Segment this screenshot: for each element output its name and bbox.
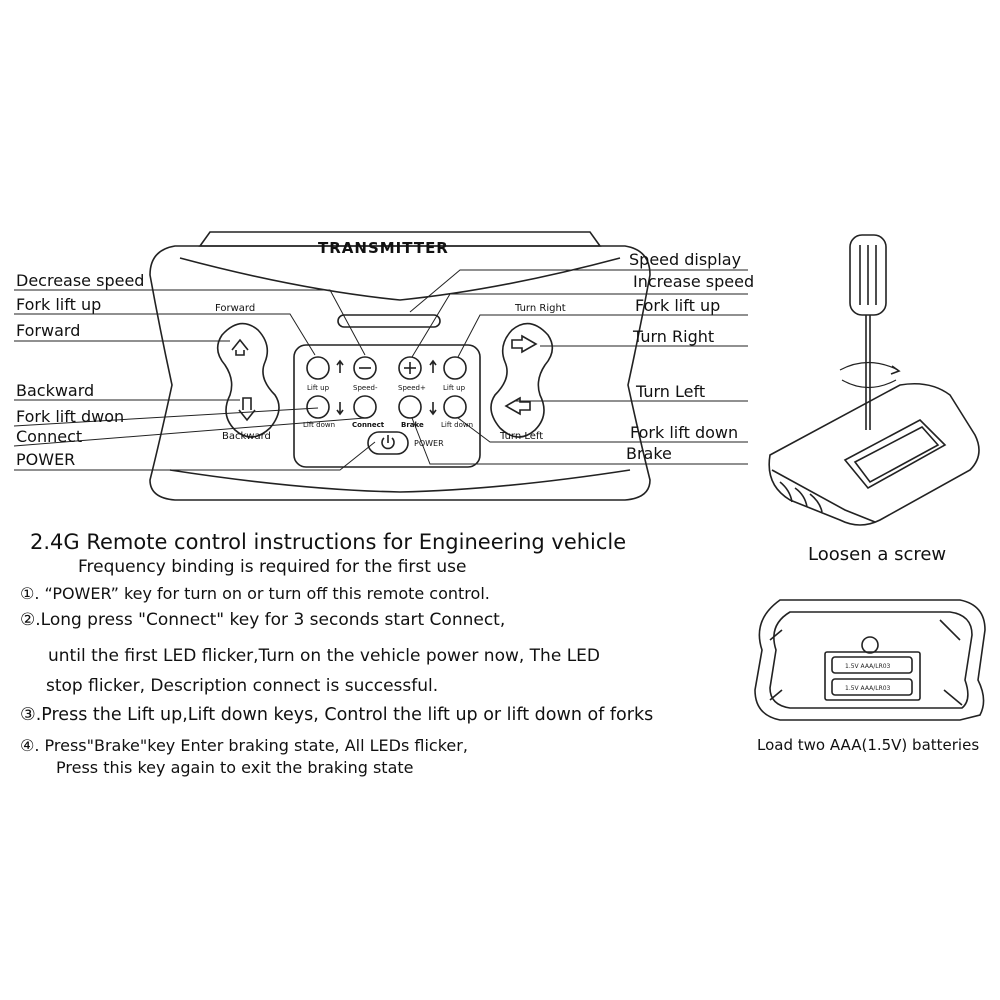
- left-dpad[interactable]: [216, 322, 280, 438]
- key-label-speed-plus: Speed+: [398, 384, 426, 392]
- battery-cell-label: 1.5V AAA/LR03: [845, 663, 891, 670]
- battery-compartment-illustration: [754, 599, 986, 721]
- callout-speed-display: Speed display: [629, 250, 742, 269]
- key-label-lift-down: Lift down: [303, 421, 336, 429]
- key-panel: [293, 344, 481, 468]
- power-key[interactable]: [367, 431, 409, 455]
- instruction-step-4-cont: Press this key again to exit the braking…: [56, 758, 414, 777]
- transmitter-title: TRANSMITTER: [318, 239, 449, 257]
- arrow-up-icon: [429, 359, 437, 373]
- lift-up-right-key[interactable]: [443, 356, 467, 380]
- callout-connect: Connect: [16, 427, 83, 446]
- callout-brake: Brake: [626, 444, 672, 463]
- key-label-lift-up: Lift up: [443, 384, 466, 392]
- speed-plus-key[interactable]: [398, 356, 422, 380]
- callout-increase-speed: Increase speed: [633, 272, 755, 291]
- left-pad-bottom-label: Backward: [222, 431, 271, 442]
- battery-cell-label: 1.5V AAA/LR03: [845, 685, 891, 692]
- callout-lines-left: [13, 289, 376, 471]
- battery-cell: [831, 656, 913, 674]
- callout-fork-lift-up: Fork lift up: [635, 296, 721, 315]
- speed-display: [337, 314, 441, 328]
- callout-fork-lift-down: Fork lift down: [630, 423, 739, 442]
- callout-fork-lift-up: Fork lift up: [16, 295, 102, 314]
- remote-back-illustration: [768, 382, 980, 526]
- connect-key[interactable]: [353, 395, 377, 419]
- instruction-step-2-cont: until the first LED flicker,Turn on the …: [48, 646, 601, 666]
- transmitter-body: [149, 231, 651, 501]
- up-arrow-icon: [231, 338, 249, 356]
- callout-forward: Forward: [16, 321, 81, 340]
- lift-down-right-key[interactable]: [443, 395, 467, 419]
- screw-caption: Loosen a screw: [808, 544, 947, 565]
- instruction-step-1: ①. “POWER” key for turn on or turn off t…: [20, 584, 490, 603]
- key-label-power: POWER: [414, 439, 444, 448]
- speed-minus-key[interactable]: [353, 356, 377, 380]
- power-icon: [381, 437, 395, 450]
- right-dpad[interactable]: [490, 322, 554, 438]
- lift-up-left-key[interactable]: [306, 356, 330, 380]
- callout-fork-lift-down: Fork lift dwon: [16, 407, 125, 426]
- lift-down-left-key[interactable]: [306, 395, 330, 419]
- arrow-up-icon: [336, 359, 344, 373]
- instruction-step-4: ④. Press"Brake"key Enter braking state, …: [20, 736, 468, 755]
- down-arrow-icon: [238, 397, 256, 422]
- instructions-subheading: Frequency binding is required for the fi…: [78, 557, 467, 577]
- callout-lines-right: [409, 269, 748, 465]
- key-label-connect: Connect: [352, 421, 385, 429]
- arrow-down-icon: [429, 402, 437, 416]
- arrow-down-icon: [336, 402, 344, 416]
- key-label-lift-up: Lift up: [307, 384, 330, 392]
- key-label-lift-down: Lift down: [441, 421, 474, 429]
- screwdriver-illustration: [839, 234, 901, 430]
- callout-power: POWER: [16, 450, 76, 469]
- callout-turn-right: Turn Right: [633, 327, 715, 346]
- callout-turn-left: Turn Left: [636, 382, 706, 401]
- battery-caption: Load two AAA(1.5V) batteries: [757, 736, 980, 754]
- left-pad-top-label: Forward: [215, 303, 256, 314]
- instructions-heading: 2.4G Remote control instructions for Eng…: [30, 530, 627, 554]
- right-pad-bottom-label: Turn Left: [500, 431, 544, 442]
- left-arrow-icon: [504, 396, 531, 416]
- battery-cell: [831, 678, 913, 696]
- instruction-step-2: ②.Long press "Connect" key for 3 seconds…: [20, 610, 506, 630]
- right-pad-top-label: Turn Right: [515, 303, 566, 314]
- instruction-step-3: ③.Press the Lift up,Lift down keys, Cont…: [20, 705, 654, 725]
- right-arrow-icon: [511, 334, 538, 354]
- brake-key[interactable]: [398, 395, 422, 419]
- callout-backward: Backward: [16, 381, 95, 400]
- key-label-speed-minus: Speed-: [353, 384, 378, 392]
- callout-decrease-speed: Decrease speed: [16, 271, 145, 290]
- key-label-brake: Brake: [401, 421, 424, 429]
- instruction-step-2-cont: stop flicker, Description connect is suc…: [46, 676, 439, 696]
